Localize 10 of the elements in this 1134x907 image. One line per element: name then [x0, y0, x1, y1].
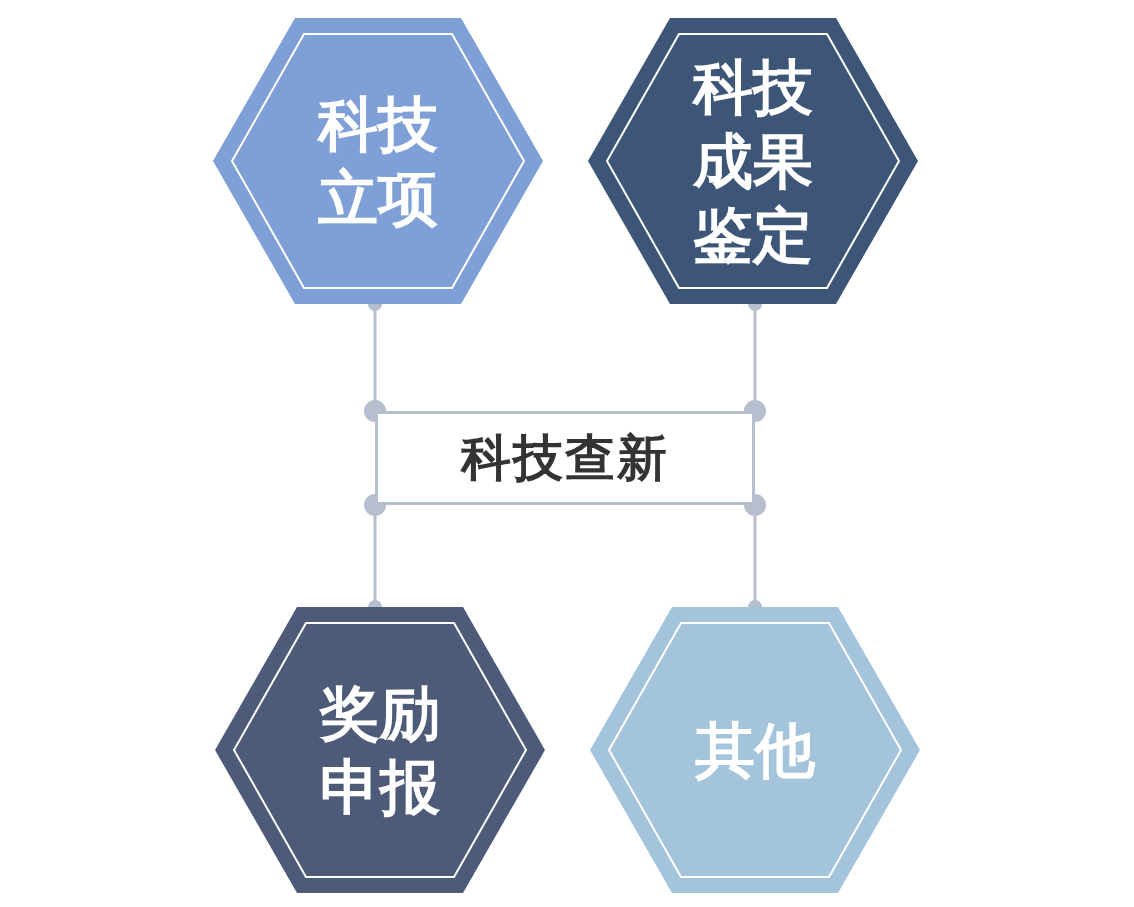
hexagon-box	[590, 607, 920, 893]
hexagon-label: 科技立项	[316, 88, 439, 235]
hexagon-box	[213, 18, 543, 304]
hexagon-label: 科技成果鉴定	[691, 51, 814, 272]
hexagon-label: 奖励申报	[318, 677, 441, 824]
band-label: 科技查新	[461, 427, 669, 489]
hexagon-box	[588, 18, 918, 304]
hexagon-label: 其他	[694, 714, 817, 787]
hexagon-box	[215, 607, 545, 893]
center-band	[375, 411, 755, 505]
